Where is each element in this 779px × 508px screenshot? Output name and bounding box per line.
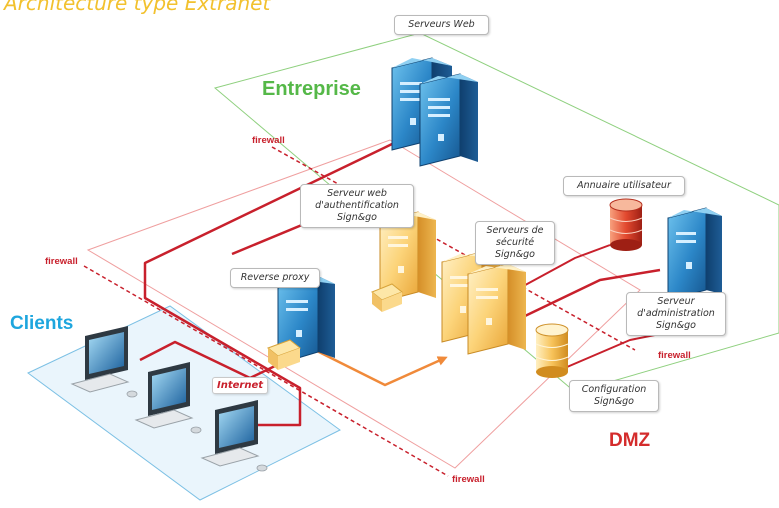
workstation-icon <box>134 362 202 434</box>
callout-line: Sign&go <box>594 396 634 407</box>
callout-line: Serveur web <box>327 188 387 199</box>
callout-line: sécurité <box>495 237 535 248</box>
server-icon <box>266 275 335 370</box>
diagram-title: Architecture type Extranet <box>4 0 271 15</box>
callout-user-directory: Annuaire utilisateur <box>563 176 685 196</box>
callout-reverse-proxy: Reverse proxy <box>230 268 320 288</box>
callout-line: Configuration <box>581 384 647 395</box>
firewall-line-top <box>271 146 636 351</box>
callout-line: Sign&go <box>495 249 535 260</box>
callout-line: Serveur <box>657 296 695 307</box>
callout-configuration: Configuration Sign&go <box>569 380 659 412</box>
callout-web-servers: Serveurs Web <box>394 15 489 35</box>
workstation-icon <box>200 400 268 472</box>
firewall-label: firewall <box>452 474 485 485</box>
callout-line: d'administration <box>637 308 715 319</box>
firewall-label: firewall <box>252 135 285 146</box>
internet-label: Internet <box>212 377 268 394</box>
server-icon <box>467 263 526 355</box>
callout-line: Serveurs de <box>486 225 544 236</box>
firewall-label: firewall <box>45 256 78 267</box>
web-servers <box>391 57 478 167</box>
callout-line: Annuaire utilisateur <box>577 180 671 191</box>
zone-label-clients: Clients <box>10 313 74 334</box>
callout-line: d'authentification <box>315 200 399 211</box>
zone-label-enterprise: Entreprise <box>262 78 361 100</box>
callout-line: Reverse proxy <box>240 272 310 283</box>
security-servers <box>441 251 526 355</box>
callout-security-servers: Serveurs de sécurité Sign&go <box>475 221 555 265</box>
dmz-zone-outline <box>86 139 641 469</box>
server-icon <box>419 73 478 167</box>
callout-line: Sign&go <box>656 320 696 331</box>
callout-line: Sign&go <box>337 212 377 223</box>
database-icon <box>609 198 643 251</box>
callout-auth-web-server: Serveur web d'authentification Sign&go <box>300 184 414 228</box>
workstation-icon <box>70 326 138 398</box>
flow-proxy-to-security <box>314 348 448 387</box>
callout-admin-server: Serveur d'administration Sign&go <box>626 292 726 336</box>
database-icon <box>535 323 569 378</box>
server-icon <box>667 207 722 301</box>
callout-line: Serveurs Web <box>408 19 475 30</box>
flow-internet-to-web <box>143 138 403 427</box>
firewall-label: firewall <box>658 350 691 361</box>
zone-label-dmz: DMZ <box>609 430 651 451</box>
